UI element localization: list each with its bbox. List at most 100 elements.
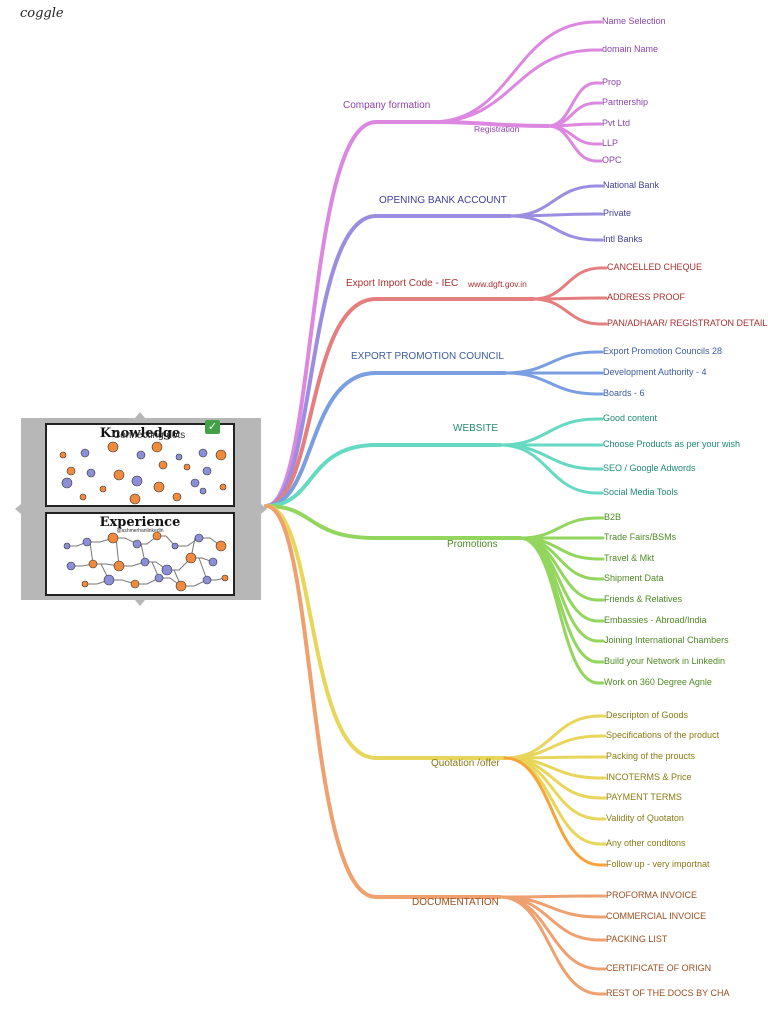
dot (158, 460, 168, 470)
leaf-line-5-8 (518, 536, 600, 685)
branch-node[interactable]: EXPORT PROMOTION COUNCIL (351, 351, 504, 362)
leaf-node[interactable]: SEO / Google Adwords (603, 463, 696, 473)
leaf-line-1-0 (508, 184, 599, 218)
leaf-node[interactable]: REST OF THE DOCS BY CHA (606, 988, 730, 998)
leaf-node[interactable]: Work on 360 Degree Agnle (604, 677, 712, 687)
dot (86, 468, 96, 478)
leaf-node[interactable]: Private (603, 208, 632, 218)
leaf-node[interactable]: Descripton of Goods (606, 710, 689, 720)
central-image-node[interactable]: Knowledge Connecting dots ✓ Experience @… (15, 412, 267, 606)
sub-branch-node[interactable]: Registration (474, 124, 520, 134)
right-resize-handle[interactable] (261, 504, 267, 514)
top-resize-handle[interactable] (135, 412, 145, 418)
branch-line-7 (264, 504, 502, 899)
leaf-line-5-0 (518, 516, 600, 540)
dot (136, 450, 146, 460)
dot (66, 466, 76, 476)
leaf-line-6-6 (503, 756, 602, 846)
branch-node[interactable]: Promotions (447, 539, 498, 550)
dot (161, 564, 173, 576)
left-resize-handle[interactable] (15, 504, 21, 514)
leaf-node[interactable]: OPC (602, 155, 622, 165)
leaf-node[interactable]: Prop (602, 77, 622, 87)
coggle-logo[interactable]: coggle (20, 6, 64, 21)
dot (190, 478, 200, 488)
leaf-node[interactable]: Trade Fairs/BSMs (604, 532, 677, 542)
leaf-line-1-2 (508, 214, 599, 242)
leaf-node[interactable]: Embassies - Abroad/India (604, 615, 707, 625)
leaf-node[interactable]: Joining International Chambers (604, 635, 729, 645)
dot (113, 560, 125, 572)
knowledge-panel: Knowledge Connecting dots (45, 423, 235, 507)
dot (103, 574, 115, 586)
dot (59, 451, 67, 459)
experience-network-graphic (63, 531, 229, 592)
leaf-node[interactable]: COMMERCIAL INVOICE (606, 911, 707, 921)
leaf-node[interactable]: Pvt Ltd (602, 118, 631, 128)
dot (215, 540, 227, 552)
leaf-node[interactable]: PROFORMA INVOICE (606, 890, 698, 900)
dot (129, 493, 141, 505)
leaf-node[interactable]: Build your Network in Linkedin (604, 656, 726, 666)
leaf-node[interactable]: Shipment Data (604, 573, 664, 583)
branch-line-4 (264, 443, 502, 508)
connecting-dots-caption: Connecting dots (113, 430, 186, 441)
branch-node[interactable]: WEBSITE (453, 423, 499, 434)
dot (140, 557, 150, 567)
leaf-node[interactable]: LLP (602, 138, 619, 148)
bottom-resize-handle[interactable] (135, 600, 145, 606)
leaf-node[interactable]: B2B (604, 512, 622, 522)
leaf-node[interactable]: ADDRESS PROOF (607, 292, 686, 302)
leaf-node[interactable]: National Bank (603, 180, 660, 190)
sub-branch-node[interactable]: www.dgft.gov.in (468, 279, 527, 289)
dot (175, 453, 183, 461)
leaf-node[interactable]: Validity of Quotaton (606, 813, 684, 823)
branch-node[interactable]: Company formation (343, 100, 431, 111)
branch-line-6 (264, 504, 507, 760)
leaf-node[interactable]: CANCELLED CHEQUE (607, 262, 703, 272)
knowledge-dots-graphic (59, 441, 227, 505)
leaf-node[interactable]: Good content (603, 413, 658, 423)
dot (219, 483, 227, 491)
leaf-node[interactable]: Choose Products as per your wish (603, 439, 741, 449)
leaf-node[interactable]: INCOTERMS & Price (606, 772, 692, 782)
leaf-line-3-2 (503, 371, 599, 396)
leaf-line-0-1 (430, 48, 598, 124)
checkmark-icon: ✓ (205, 420, 220, 434)
dot (151, 441, 163, 453)
dot (154, 573, 164, 583)
leaf-node[interactable]: Friends & Relatives (604, 594, 683, 604)
dot (82, 537, 92, 547)
leaf-node[interactable]: Specifications of the product (606, 730, 720, 740)
dot (208, 557, 218, 567)
leaf-node[interactable]: Development Authority - 4 (603, 367, 707, 377)
branch-node[interactable]: Export Import Code - IEC (346, 278, 459, 289)
leaf-node[interactable]: domain Name (602, 44, 659, 54)
leaf-node[interactable]: PAN/ADHAAR/ REGISTRATON DETAILS (607, 318, 768, 328)
leaf-node[interactable]: PACKING LIST (606, 934, 668, 944)
leaf-node[interactable]: Partnership (602, 97, 649, 107)
leaf-node[interactable]: Export Promotion Councils 28 (603, 346, 723, 356)
dot (88, 559, 98, 569)
leaf-node[interactable]: Boards - 6 (603, 388, 645, 398)
dot (183, 463, 191, 471)
dot (79, 493, 87, 501)
leaf-node[interactable]: Intl Banks (603, 234, 643, 244)
leaf-node[interactable]: Any other conditons (606, 838, 686, 848)
dot (215, 449, 227, 461)
leaf-node[interactable]: Packing of the proucts (606, 751, 696, 761)
branch-node[interactable]: OPENING BANK ACCOUNT (379, 195, 507, 206)
leaf-line-0-6 (546, 124, 598, 163)
leaf-node[interactable]: Travel & Mkt (604, 553, 655, 563)
dot (172, 492, 182, 502)
branch-node[interactable]: Quotation /offer (431, 758, 500, 769)
dot (221, 574, 229, 582)
branch-line-0 (264, 120, 434, 508)
leaf-node[interactable]: Social Media Tools (603, 487, 678, 497)
branch-node[interactable]: DOCUMENTATION (412, 897, 499, 908)
branch-line-3 (264, 371, 507, 508)
leaf-node[interactable]: Name Selection (602, 16, 666, 26)
leaf-node[interactable]: PAYMENT TERMS (606, 792, 682, 802)
leaf-node[interactable]: CERTIFICATE OF ORIGN (606, 963, 712, 973)
leaf-node[interactable]: Follow up - very importnat (606, 859, 710, 869)
